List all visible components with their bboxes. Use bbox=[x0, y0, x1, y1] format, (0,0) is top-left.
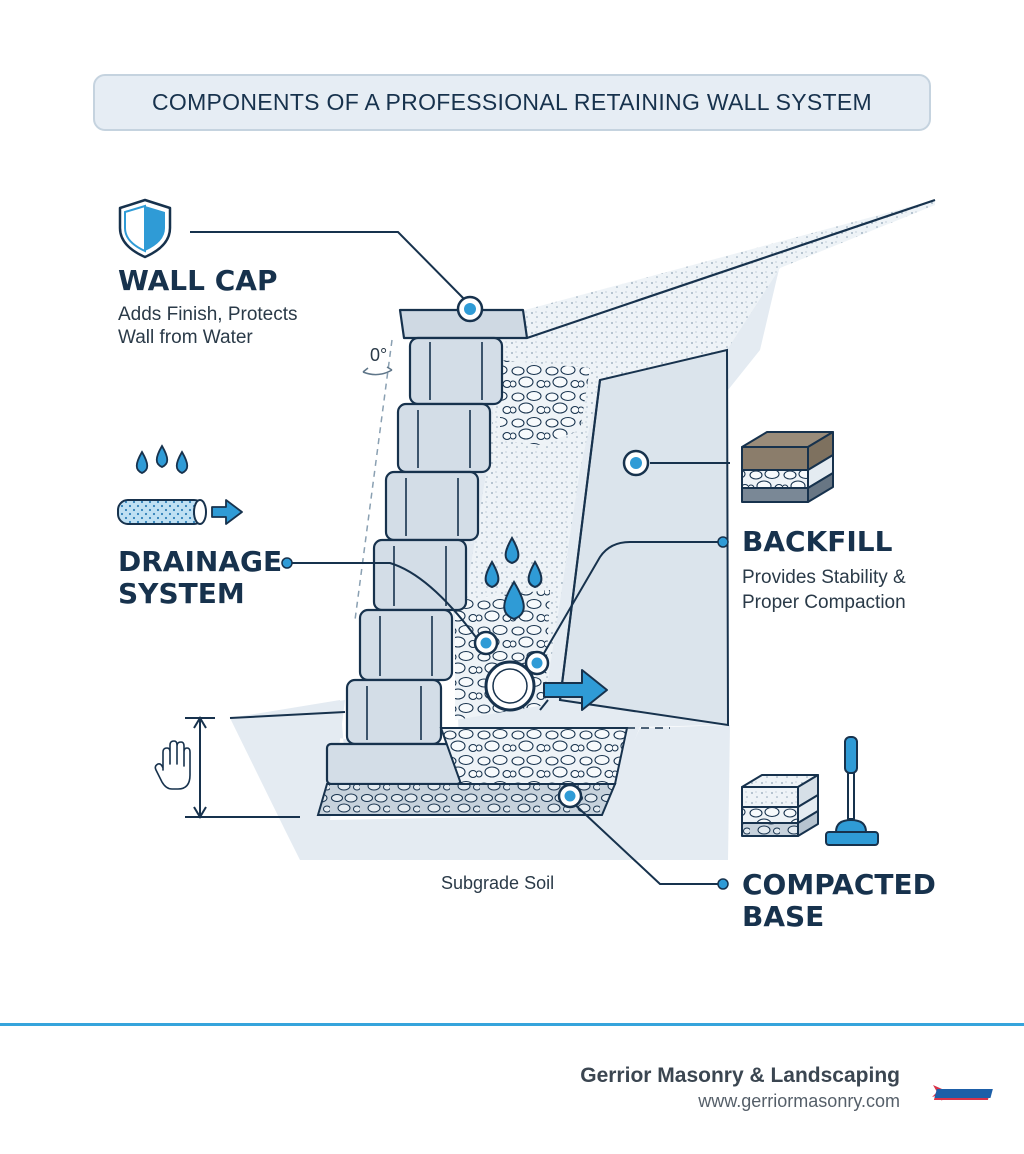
backfill-heading: BACKFILL bbox=[742, 525, 893, 558]
drainage-gravel-upper bbox=[500, 360, 590, 445]
leader-drainage bbox=[287, 562, 479, 641]
leader-wall-cap bbox=[190, 231, 471, 306]
batter-angle-label: 0° bbox=[370, 345, 388, 365]
company-name: Gerrior Masonry & Landscaping bbox=[580, 1064, 900, 1087]
page-title: COMPONENTS OF A PROFESSIONAL RETAINING W… bbox=[151, 89, 873, 115]
soil-layers-icon bbox=[741, 431, 834, 503]
company-website: www.gerriormasonry.com bbox=[698, 1091, 900, 1111]
drainage-heading-line1: DRAINAGE bbox=[118, 545, 283, 578]
compacted-base-heading-line2: BASE bbox=[742, 900, 825, 933]
water-drops-icon bbox=[135, 444, 189, 474]
height-dimension bbox=[185, 716, 300, 819]
tamper-icon bbox=[825, 736, 879, 846]
wall-cap-desc-line2: Wall from Water bbox=[118, 327, 253, 348]
water-drops-in-backfill bbox=[484, 535, 543, 621]
drainage-heading-line2: SYSTEM bbox=[118, 577, 245, 610]
compacted-gravel-fill bbox=[439, 727, 629, 785]
footer-divider bbox=[0, 1023, 1024, 1026]
backfill-desc-line1: Provides Stability & bbox=[742, 567, 906, 588]
drain-pipe-icon bbox=[117, 499, 243, 525]
logo-icon bbox=[932, 1085, 993, 1101]
soil-mass bbox=[230, 200, 935, 800]
subgrade-soil-area bbox=[230, 700, 730, 860]
backfill-desc-line2: Proper Compaction bbox=[742, 592, 906, 613]
callout-markers bbox=[281, 295, 729, 890]
flow-arrow-icon bbox=[543, 669, 608, 711]
compacted-base-heading-line1: COMPACTED bbox=[742, 868, 936, 901]
wall-cross-section-diagram bbox=[117, 198, 936, 890]
leader-compacted-base bbox=[569, 799, 720, 885]
subgrade-soil-label: Subgrade Soil bbox=[441, 873, 555, 893]
title-banner: COMPONENTS OF A PROFESSIONAL RETAINING W… bbox=[93, 74, 931, 131]
wall-cap-heading: WALL CAP bbox=[118, 264, 278, 297]
hand-icon bbox=[154, 740, 191, 790]
wall-cap-desc-line1: Adds Finish, Protects bbox=[118, 304, 298, 325]
leader-backfill-pipe bbox=[539, 541, 720, 661]
gravel-layers-icon bbox=[741, 774, 819, 837]
backfill-zone bbox=[455, 200, 935, 720]
shield-icon bbox=[118, 198, 172, 259]
